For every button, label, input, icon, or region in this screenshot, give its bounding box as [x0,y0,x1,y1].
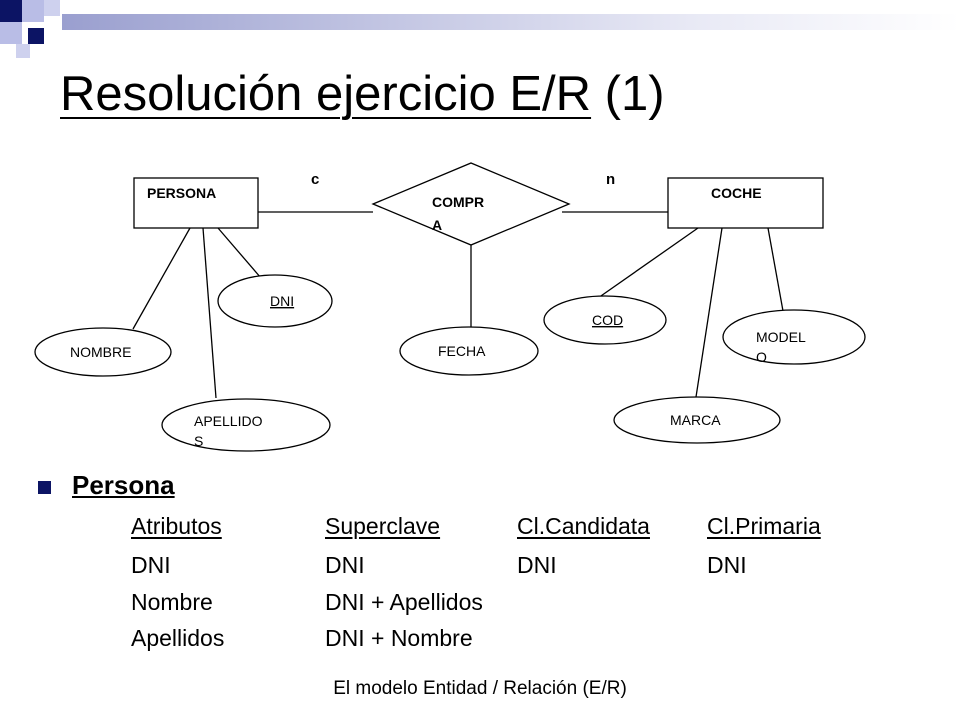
entity-coche-label: COCHE [711,185,762,201]
entity-persona-label: PERSONA [147,185,216,201]
table-cell-r2-c2: DNI + Apellidos [325,589,483,615]
header-gradient-bar [62,14,960,30]
section-label: Persona [72,470,175,500]
attribute-modelo-label-line2: O [756,349,767,365]
relationship-compra-diamond [371,162,571,246]
table-header-superclave: Superclave [325,513,441,539]
er-diagram: PERSONA COCHE COMPR A c n DNI NOMBRE APE… [34,162,866,452]
table-cell-r2-c1: Nombre [131,589,213,615]
attribute-fecha-label: FECHA [438,343,486,359]
table-header-atributos: Atributos [131,513,222,539]
corner-square-navy [0,0,22,22]
table-cell-r1-c3: DNI [517,552,557,578]
slide-title: Resolución ejercicio E/R (1) [60,66,665,122]
attribute-nombre-ellipse [34,327,172,377]
table-cell-r1-c4: DNI [707,552,747,578]
attribute-dni-ellipse [217,274,333,328]
attribute-cod-label: COD [592,312,623,328]
table-header-cl-primaria: Cl.Primaria [707,513,821,539]
attribute-fecha-ellipse [399,326,539,376]
attribute-cod-ellipse [543,295,667,345]
slide-title-main: Resolución ejercicio E/R [60,67,592,121]
connector-persona-dni [217,227,262,279]
relationship-compra-label-line2: A [432,217,442,233]
corner-square-navy-2 [28,28,44,44]
table-cell-r1-c1: DNI [131,552,171,578]
corner-square-light-top [22,0,44,22]
relationship-compra-label-line1: COMPR [432,194,484,210]
table-header-cl-candidata: Cl.Candidata [517,513,650,539]
entity-coche-box [667,177,824,229]
attribute-nombre-label: NOMBRE [70,344,131,360]
corner-square-light-3 [44,0,60,16]
connector-coche-cod [597,227,699,299]
attribute-modelo-ellipse [722,309,866,365]
connector-persona-apellidos [202,227,217,399]
attribute-apellidos-ellipse [161,398,331,452]
table-cell-r3-c2: DNI + Nombre [325,625,473,651]
slide-title-suffix: (1) [591,67,665,121]
cardinality-right: n [606,171,615,188]
table-cell-r3-c1: Apellidos [131,625,225,651]
attribute-modelo-label-line1: MODEL [756,329,806,345]
attribute-marca-ellipse [613,396,781,444]
table-cell-r1-c2: DNI [325,552,365,578]
corner-square-light-left [0,22,22,44]
attribute-apellidos-label-line2: S [194,433,203,449]
connector-coche-marca [695,227,723,398]
attribute-marca-label: MARCA [670,412,721,428]
cardinality-left: c [311,171,319,188]
entity-persona-box [133,177,259,229]
bullet-square-icon [38,481,51,494]
corner-square-light-4 [16,44,30,58]
connector-coche-modelo [767,227,784,312]
slide-footer: El modelo Entidad / Relación (E/R) [333,678,627,699]
attribute-dni-label: DNI [270,293,294,309]
connector-persona-nombre [132,227,191,330]
attribute-apellidos-label-line1: APELLIDO [194,413,263,429]
